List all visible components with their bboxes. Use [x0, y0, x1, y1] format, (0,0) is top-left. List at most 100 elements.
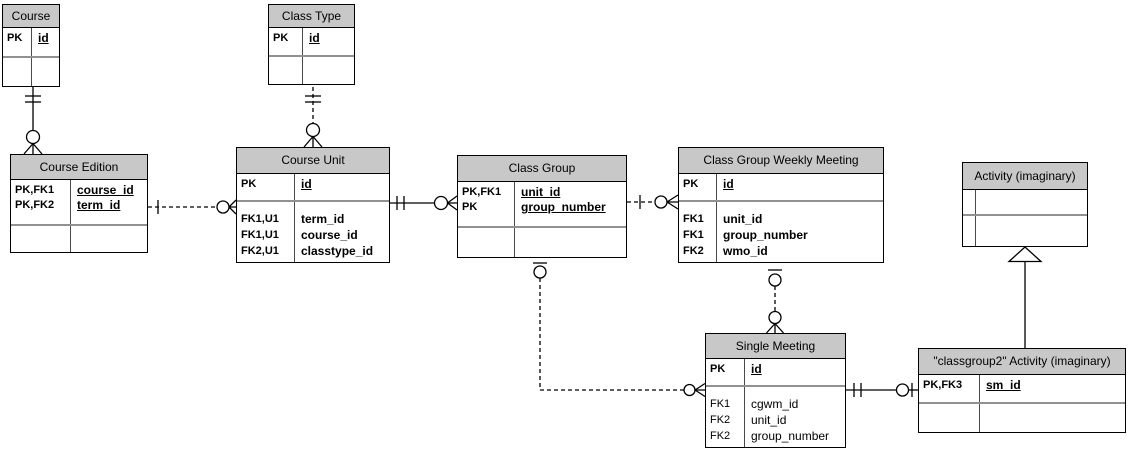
entity-activity: Activity (imaginary) [962, 162, 1088, 247]
key-designation: PK [7, 32, 23, 44]
entity-title: Class Type [269, 5, 354, 28]
entity-title: Class Group Weekly Meeting [679, 148, 883, 174]
key-designation: PK,FK2 [15, 199, 55, 211]
crow-foot-icon [23, 143, 43, 155]
column-name: wmo_id [723, 244, 768, 258]
rel-classgroup2-activity-inheritance [1007, 246, 1043, 348]
column-name: classtype_id [301, 244, 374, 258]
entity-title: Class Group [458, 156, 626, 182]
column-name: unit_id [751, 413, 787, 427]
column-name: group_number [723, 228, 808, 242]
entity-title: "classgroup2" Activity (imaginary) [919, 349, 1125, 375]
column-name: id [309, 31, 320, 45]
column-name: course_id [77, 183, 134, 197]
column-name: cgwm_id [751, 397, 799, 411]
key-designation: FK1 [683, 229, 704, 241]
crow-foot-icon [228, 199, 237, 215]
key-designation: FK2 [710, 430, 731, 442]
zero-cardinality-icon [654, 195, 668, 209]
entity-key-section: PK id [269, 28, 354, 57]
column-name: sm_id [986, 378, 1021, 392]
entity-title: Single Meeting [706, 334, 845, 359]
zero-cardinality-icon [433, 195, 449, 211]
entity-key-section: PK id [237, 174, 389, 202]
key-designation: FK2 [683, 245, 704, 257]
crow-foot-icon [766, 323, 784, 334]
crow-foot-icon [303, 136, 323, 148]
column-name: term_id [301, 212, 345, 226]
column-name: id [723, 177, 734, 191]
crow-foot-icon [447, 195, 458, 211]
entity-key-section: PK id [679, 174, 883, 202]
entity-key-section: PK id [3, 28, 59, 58]
zero-cardinality-icon [25, 129, 41, 145]
column-name: id [751, 362, 762, 376]
key-designation: PK [683, 178, 699, 190]
entity-attribute-section [458, 228, 626, 257]
zero-cardinality-icon [533, 265, 547, 279]
key-designation: PK [710, 363, 726, 375]
key-designation: FK1 [710, 398, 731, 410]
rel-single-meeting-classgroup2 [846, 383, 918, 397]
key-designation: PK [273, 32, 289, 44]
entity-attribute-section [963, 216, 1087, 246]
column-name: term_id [77, 198, 121, 212]
column-name: group_number [751, 429, 830, 443]
entity-key-section [963, 190, 1087, 216]
key-designation: FK2,U1 [241, 245, 279, 257]
key-designation: FK1,U1 [241, 213, 279, 225]
entity-title: Course Unit [237, 148, 389, 174]
rel-course-edition-course-unit [148, 199, 237, 215]
crow-foot-icon [694, 382, 706, 398]
key-designation: PK,FK3 [923, 379, 963, 391]
inheritance-triangle-icon [1007, 246, 1043, 263]
entity-attribute-section [269, 57, 354, 84]
column-name: id [301, 177, 312, 191]
key-designation: PK,FK1 [15, 184, 55, 196]
entity-classgroup2-activity: "classgroup2" Activity (imaginary)PK,FK3… [918, 348, 1126, 433]
column-name: unit_id [723, 212, 763, 226]
rel-class-group-cgwm [627, 194, 679, 210]
zero-cardinality-icon [305, 122, 321, 138]
rel-course-unit-class-group [390, 195, 458, 211]
rel-cgwm-single-meeting [766, 269, 784, 334]
entity-key-section: PK id [706, 359, 845, 387]
entity-attribute-section [3, 58, 59, 86]
entity-attribute-section [11, 226, 147, 252]
key-designation: FK1 [683, 213, 704, 225]
column-name: course_id [301, 228, 358, 242]
zero-cardinality-icon [768, 273, 782, 287]
key-designation: PK,FK1 [462, 186, 502, 198]
rel-course-course-edition [23, 87, 43, 155]
entity-title: Course Edition [11, 155, 147, 180]
crow-foot-icon [666, 194, 679, 210]
column-name: unit_id [521, 185, 561, 199]
entity-attribute-section [919, 404, 1125, 432]
zero-cardinality-icon [768, 310, 782, 325]
zero-cardinality-icon [216, 200, 230, 214]
key-designation: PK [241, 178, 257, 190]
column-name: id [38, 31, 49, 45]
entity-title: Activity (imaginary) [963, 163, 1087, 190]
entity-key-section: PK,FK3 sm_id [919, 375, 1125, 404]
column-name: group_number [521, 200, 606, 214]
zero-cardinality-icon [895, 383, 910, 397]
zero-cardinality-icon [683, 383, 696, 397]
rel-class-type-course-unit [303, 87, 323, 148]
key-designation: FK1,U1 [241, 229, 279, 241]
rel-class-group-single-meeting [533, 262, 706, 398]
key-designation: PK [462, 201, 478, 213]
